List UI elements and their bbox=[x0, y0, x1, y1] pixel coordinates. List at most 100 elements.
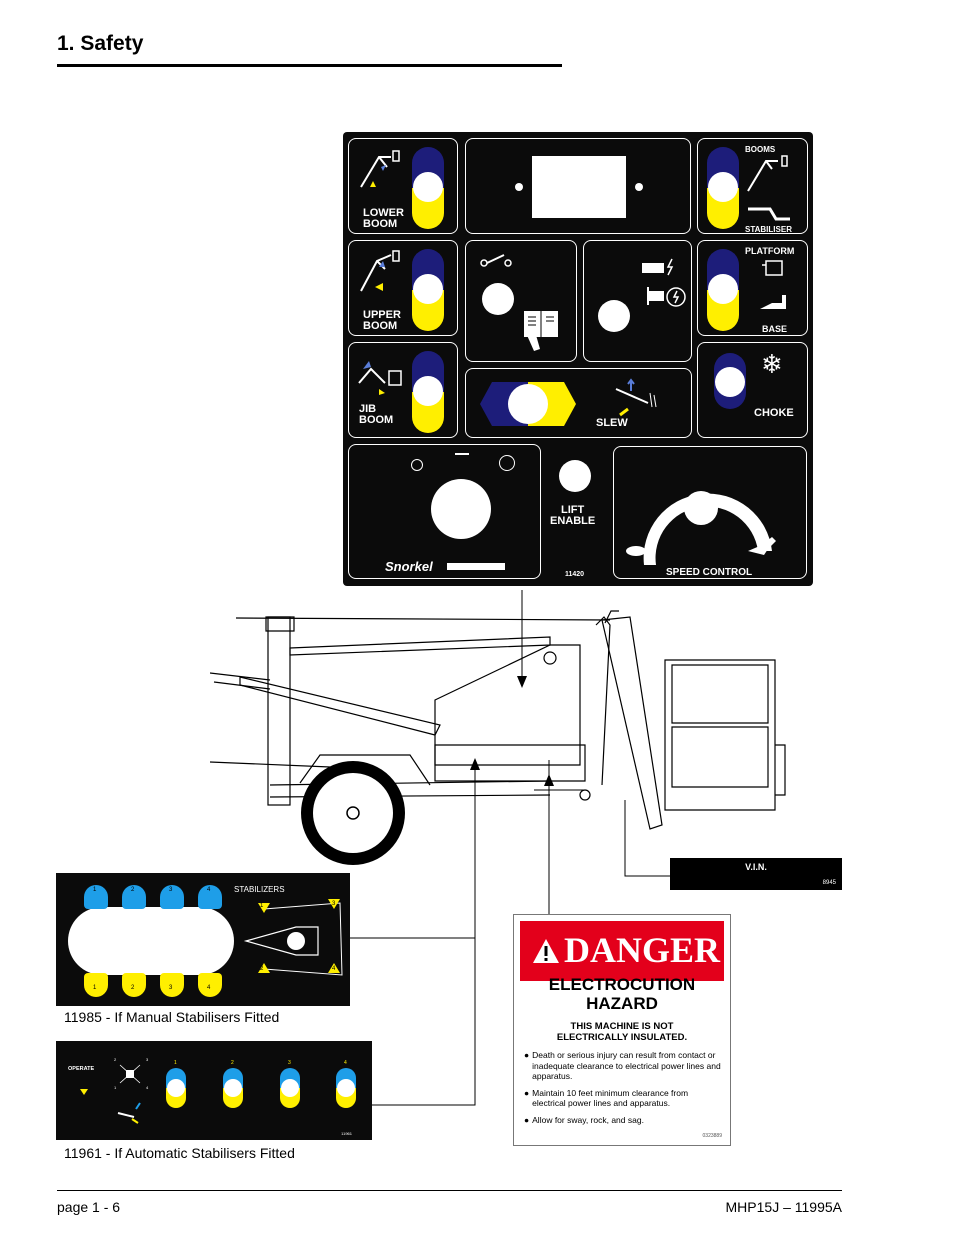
stabiliser-number: 2 bbox=[231, 1060, 234, 1066]
choke-toggle[interactable] bbox=[714, 353, 746, 409]
leg-number: 3 bbox=[332, 901, 336, 907]
booms-label: BOOMS bbox=[745, 145, 776, 154]
danger-header: DANGER bbox=[520, 921, 724, 981]
stabiliser-down-button-4[interactable]: 4 bbox=[198, 973, 222, 997]
stabiliser-toggle-4[interactable] bbox=[336, 1068, 356, 1108]
emergency-stop-cell bbox=[465, 240, 577, 362]
automatic-stabilisers-caption: 11961 - If Automatic Stabilisers Fitted bbox=[64, 1145, 295, 1161]
jib-boom-toggle[interactable] bbox=[412, 351, 444, 433]
jib-boom-icon bbox=[358, 361, 402, 395]
switch-and-manual-icons bbox=[480, 254, 558, 351]
list-item: ●Death or serious injury can result from… bbox=[524, 1050, 721, 1081]
stabiliser-down-button-1[interactable]: 1 bbox=[84, 973, 108, 997]
jib-boom-cell: JIB BOOM bbox=[348, 342, 458, 438]
choke-label: CHOKE bbox=[754, 407, 794, 419]
start-position-icon bbox=[499, 455, 515, 471]
page-title: 1. Safety bbox=[57, 32, 144, 55]
ignition-cell: Snorkel bbox=[348, 444, 541, 579]
manual-stabilisers-decal: STABILIZERS 1 2 3 4 1 2 3 4 1 3 2 4 bbox=[56, 873, 350, 1006]
speed-dial-icon bbox=[626, 493, 776, 565]
slew-label: SLEW bbox=[596, 417, 628, 429]
power-mode-icons bbox=[642, 258, 686, 307]
platform-label: PLATFORM bbox=[745, 246, 795, 256]
danger-code: 0323889 bbox=[702, 1133, 722, 1139]
leg-number: 1 bbox=[114, 1085, 117, 1090]
leg-number: 2 bbox=[114, 1057, 117, 1062]
slew-rocker-switch[interactable] bbox=[466, 369, 693, 439]
upper-boom-cell: UPPER BOOM bbox=[348, 240, 458, 336]
speed-control-knob[interactable] bbox=[684, 491, 718, 525]
boom-lower-icon bbox=[360, 150, 400, 188]
platform-base-toggle[interactable] bbox=[707, 249, 739, 331]
stabiliser-number: 1 bbox=[174, 1060, 177, 1066]
on-position-icon bbox=[455, 453, 469, 455]
stabiliser-up-button-3[interactable]: 3 bbox=[160, 885, 184, 909]
stabiliser-up-button-4[interactable]: 4 bbox=[198, 885, 222, 909]
emergency-stop-button[interactable] bbox=[482, 283, 514, 315]
off-position-icon bbox=[411, 459, 423, 471]
indicator-left-icon bbox=[515, 183, 523, 191]
base-label: BASE bbox=[762, 324, 788, 334]
vin-label: V.I.N. bbox=[745, 862, 767, 872]
automatic-stabilisers-decal: OPERATE 2 3 1 4 1 2 3 4 11961 bbox=[56, 1041, 372, 1140]
leg-number: 2 bbox=[260, 966, 264, 972]
stabiliser-down-button-2[interactable]: 2 bbox=[122, 973, 146, 997]
stabiliser-down-button-3[interactable]: 3 bbox=[160, 973, 184, 997]
lower-boom-toggle[interactable] bbox=[412, 147, 444, 229]
upper-boom-toggle[interactable] bbox=[412, 249, 444, 331]
platform-base-cell: PLATFORM BASE bbox=[697, 240, 808, 336]
stabiliser-label: STABILISER bbox=[745, 225, 792, 234]
stabiliser-layout-icon bbox=[243, 899, 343, 976]
stabiliser-toggle-3[interactable] bbox=[280, 1068, 300, 1108]
power-select-cell bbox=[583, 240, 692, 362]
stabiliser-number: 3 bbox=[288, 1060, 291, 1066]
stabiliser-number: 4 bbox=[344, 1060, 347, 1066]
list-item: ●Maintain 10 feet minimum clearance from… bbox=[524, 1087, 689, 1109]
upper-boom-label: UPPER BOOM bbox=[363, 309, 401, 332]
danger-bullets: ●Death or serious injury can result from… bbox=[524, 1050, 722, 1125]
list-item: ●Allow for sway, rock, and sag. bbox=[524, 1114, 644, 1125]
danger-decal: DANGER ELECTROCUTION HAZARD THIS MACHINE… bbox=[513, 914, 731, 1146]
leg-number: 3 bbox=[146, 1057, 149, 1062]
choke-cell: ❄ CHOKE bbox=[697, 342, 808, 438]
jib-boom-label: JIB BOOM bbox=[359, 403, 394, 426]
logo-stripe bbox=[447, 563, 505, 570]
page-number: page 1 - 6 bbox=[57, 1199, 121, 1215]
leg-number: 4 bbox=[332, 966, 336, 972]
slew-cell: SLEW bbox=[465, 368, 692, 438]
display-screen bbox=[532, 156, 626, 218]
stabiliser-toggle-1[interactable] bbox=[166, 1068, 186, 1108]
ignition-key-switch[interactable] bbox=[431, 479, 491, 539]
vin-plate: V.I.N. 8945 bbox=[670, 858, 842, 890]
stabiliser-up-button-2[interactable]: 2 bbox=[122, 885, 146, 909]
platform-and-base-icons bbox=[760, 260, 786, 309]
indicator-right-icon bbox=[635, 183, 643, 191]
footer-rule bbox=[57, 1190, 842, 1191]
lower-boom-label: LOWER BOOM bbox=[363, 207, 404, 230]
vin-code: 8945 bbox=[822, 880, 836, 886]
lower-boom-cell: LOWER BOOM bbox=[348, 138, 458, 234]
lift-enable-label: LIFT ENABLE bbox=[550, 504, 596, 527]
snowflake-icon: ❄ bbox=[761, 349, 783, 379]
boom-and-stabiliser-icons bbox=[747, 155, 790, 221]
power-select-button[interactable] bbox=[598, 300, 630, 332]
panel-part-number: 11420 bbox=[565, 571, 585, 578]
insulation-warning: THIS MACHINE IS NOT ELECTRICALLY INSULAT… bbox=[556, 1021, 688, 1043]
stabiliser-toggle-2[interactable] bbox=[223, 1068, 243, 1108]
stabilizers-label: STABILIZERS bbox=[234, 885, 285, 894]
control-panel-decal: LOWER BOOM BOOMS STABILISER UPPER BOOM bbox=[343, 132, 813, 586]
stabiliser-up-button-1[interactable]: 1 bbox=[84, 885, 108, 909]
machine-diagram bbox=[210, 610, 786, 865]
booms-stabiliser-toggle[interactable] bbox=[707, 147, 739, 229]
stabiliser-window bbox=[68, 907, 234, 975]
booms-stabiliser-cell: BOOMS STABILISER bbox=[697, 138, 808, 234]
speed-control-cell: SPEED CONTROL bbox=[613, 446, 807, 579]
speed-control-label: SPEED CONTROL bbox=[666, 567, 753, 578]
manual-stabilisers-caption: 11985 - If Manual Stabilisers Fitted bbox=[64, 1009, 280, 1025]
hazard-title: ELECTROCUTION HAZARD bbox=[548, 975, 696, 1013]
operate-label: OPERATE bbox=[68, 1066, 95, 1072]
snorkel-logo: Snorkel bbox=[385, 559, 433, 574]
warning-triangle-icon bbox=[533, 939, 559, 963]
display-cell bbox=[465, 138, 691, 234]
lift-enable-button[interactable] bbox=[559, 460, 591, 492]
